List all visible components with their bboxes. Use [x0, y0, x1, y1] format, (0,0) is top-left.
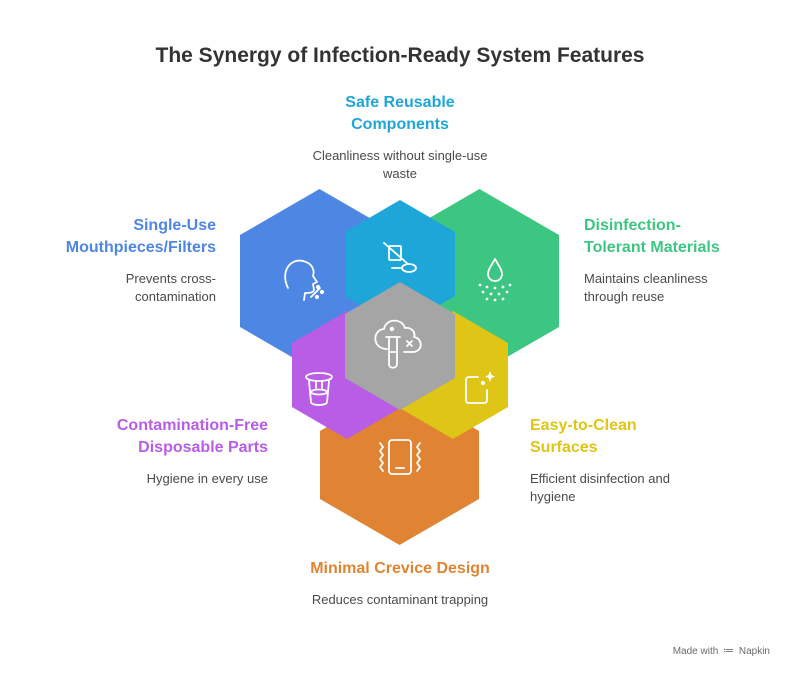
feature-top-label: Safe Reusable Components Cleanliness wit…	[250, 92, 550, 183]
feature-bottom-title-line1: Minimal Crevice Design	[310, 560, 490, 577]
feature-lower-right-desc-line2: hygiene	[530, 489, 576, 504]
feature-upper-right-title-line1: Disinfection-	[584, 217, 681, 234]
feature-upper-left-desc: Prevents cross- contamination	[20, 270, 216, 306]
feature-upper-left-title: Single-Use Mouthpieces/Filters	[20, 215, 216, 259]
feature-upper-right-desc: Maintains cleanliness through reuse	[584, 270, 784, 306]
feature-top-title: Safe Reusable Components	[250, 92, 550, 136]
feature-lower-left-title-line1: Contamination-Free	[116, 417, 268, 434]
feature-bottom-label: Minimal Crevice Design Reduces contamina…	[250, 558, 550, 609]
feature-upper-right-title-line2: Tolerant Materials	[584, 239, 720, 256]
feature-lower-left-desc: Hygiene in every use	[20, 470, 268, 488]
feature-lower-right-title-line1: Easy-to-Clean	[530, 417, 637, 434]
footer-prefix: Made with	[672, 646, 719, 657]
feature-lower-right-title-line2: Surfaces	[530, 439, 598, 456]
feature-upper-left-label: Single-Use Mouthpieces/Filters Prevents …	[20, 215, 216, 306]
phone-vibrate-icon	[379, 439, 421, 475]
hex-top	[345, 200, 455, 328]
feature-upper-right-label: Disinfection- Tolerant Materials Maintai…	[584, 215, 784, 306]
feature-upper-left-desc-line2: contamination	[135, 289, 216, 304]
feature-top-desc-line1: Cleanliness without single-use	[312, 148, 488, 163]
feature-bottom-desc: Reduces contaminant trapping	[250, 591, 550, 609]
feature-bottom-title: Minimal Crevice Design	[250, 558, 550, 580]
feature-lower-left-title-line2: Disposable Parts	[138, 439, 268, 456]
feature-bottom-desc-line1: Reduces contaminant trapping	[311, 592, 489, 607]
feature-upper-left-desc-line1: Prevents cross-	[125, 271, 216, 286]
page-title: The Synergy of Infection-Ready System Fe…	[155, 44, 645, 67]
feature-upper-left-title-line1: Single-Use	[133, 217, 216, 234]
spoon-no-disposable-icon	[383, 242, 417, 273]
feature-lower-right-desc-line1: Efficient disinfection and	[530, 471, 670, 486]
droplet-spray-icon	[478, 258, 512, 302]
feature-top-desc: Cleanliness without single-use waste	[250, 147, 550, 183]
feature-top-desc-line2: waste	[383, 166, 417, 181]
germ-test-tube-icon	[374, 319, 422, 369]
feature-top-title-line1: Safe Reusable	[345, 94, 455, 111]
napkin-logo-icon: ≔	[723, 645, 735, 657]
feature-upper-right-desc-line2: through reuse	[584, 289, 665, 304]
feature-lower-right-label: Easy-to-Clean Surfaces Efficient disinfe…	[530, 415, 750, 506]
feature-upper-right-desc-line1: Maintains cleanliness	[584, 271, 708, 286]
feature-lower-left-label: Contamination-Free Disposable Parts Hygi…	[20, 415, 268, 488]
feature-lower-right-title: Easy-to-Clean Surfaces	[530, 415, 750, 459]
head-breathing-icon	[284, 259, 325, 301]
hex-center	[345, 282, 455, 410]
feature-top-title-line2: Components	[351, 116, 449, 133]
sparkling-surface-icon	[465, 371, 495, 404]
feature-lower-left-desc-line1: Hygiene in every use	[146, 471, 268, 486]
made-with-napkin-footer[interactable]: Made with ≔ Napkin	[673, 644, 770, 657]
feature-upper-left-title-line2: Mouthpieces/Filters	[65, 239, 216, 256]
feature-upper-right-title: Disinfection- Tolerant Materials	[584, 215, 784, 259]
feature-lower-right-desc: Efficient disinfection and hygiene	[530, 470, 750, 506]
feature-lower-left-title: Contamination-Free Disposable Parts	[20, 415, 268, 459]
disposable-cup-icon	[305, 372, 333, 406]
footer-brand: Napkin	[738, 646, 770, 657]
